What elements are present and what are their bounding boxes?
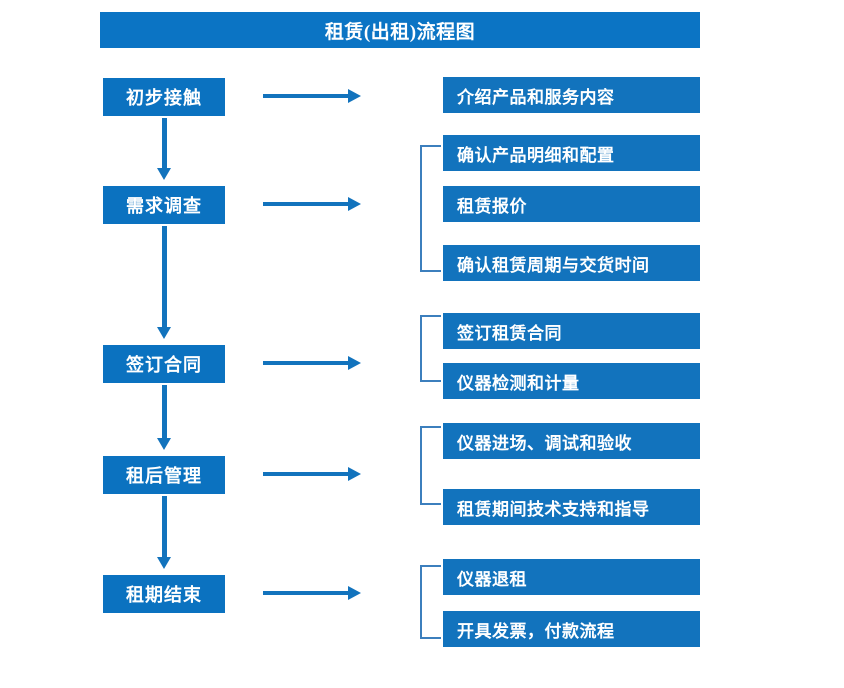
detail-box-5[interactable]: 签订租赁合同 — [443, 313, 700, 349]
page-title: 租赁(出租)流程图 — [100, 12, 700, 48]
vertical-arrow-2-3 — [157, 226, 171, 339]
stage-box-4[interactable]: 租后管理 — [103, 456, 225, 494]
stage-box-5[interactable]: 租期结束 — [103, 575, 225, 613]
bracket-group-2 — [420, 145, 441, 272]
vertical-arrow-4-5 — [157, 496, 171, 569]
detail-box-3[interactable]: 租赁报价 — [443, 186, 700, 222]
detail-box-7[interactable]: 仪器进场、调试和验收 — [443, 423, 700, 459]
vertical-arrow-3-4 — [157, 385, 171, 450]
horizontal-arrow-3 — [263, 356, 361, 370]
detail-box-6[interactable]: 仪器检测和计量 — [443, 363, 700, 399]
detail-box-2[interactable]: 确认产品明细和配置 — [443, 135, 700, 171]
detail-box-10[interactable]: 开具发票，付款流程 — [443, 611, 700, 647]
horizontal-arrow-5 — [263, 586, 361, 600]
bracket-group-4 — [420, 426, 441, 505]
detail-box-1[interactable]: 介绍产品和服务内容 — [443, 77, 700, 113]
stage-box-3[interactable]: 签订合同 — [103, 345, 225, 383]
detail-box-8[interactable]: 租赁期间技术支持和指导 — [443, 489, 700, 525]
detail-box-4[interactable]: 确认租赁周期与交货时间 — [443, 245, 700, 281]
stage-box-2[interactable]: 需求调查 — [103, 186, 225, 224]
bracket-group-3 — [420, 315, 441, 382]
bracket-group-5 — [420, 565, 441, 639]
detail-box-9[interactable]: 仪器退租 — [443, 559, 700, 595]
vertical-arrow-1-2 — [157, 118, 171, 180]
horizontal-arrow-2 — [263, 197, 361, 211]
horizontal-arrow-4 — [263, 467, 361, 481]
stage-box-1[interactable]: 初步接触 — [103, 78, 225, 116]
horizontal-arrow-1 — [263, 89, 361, 103]
